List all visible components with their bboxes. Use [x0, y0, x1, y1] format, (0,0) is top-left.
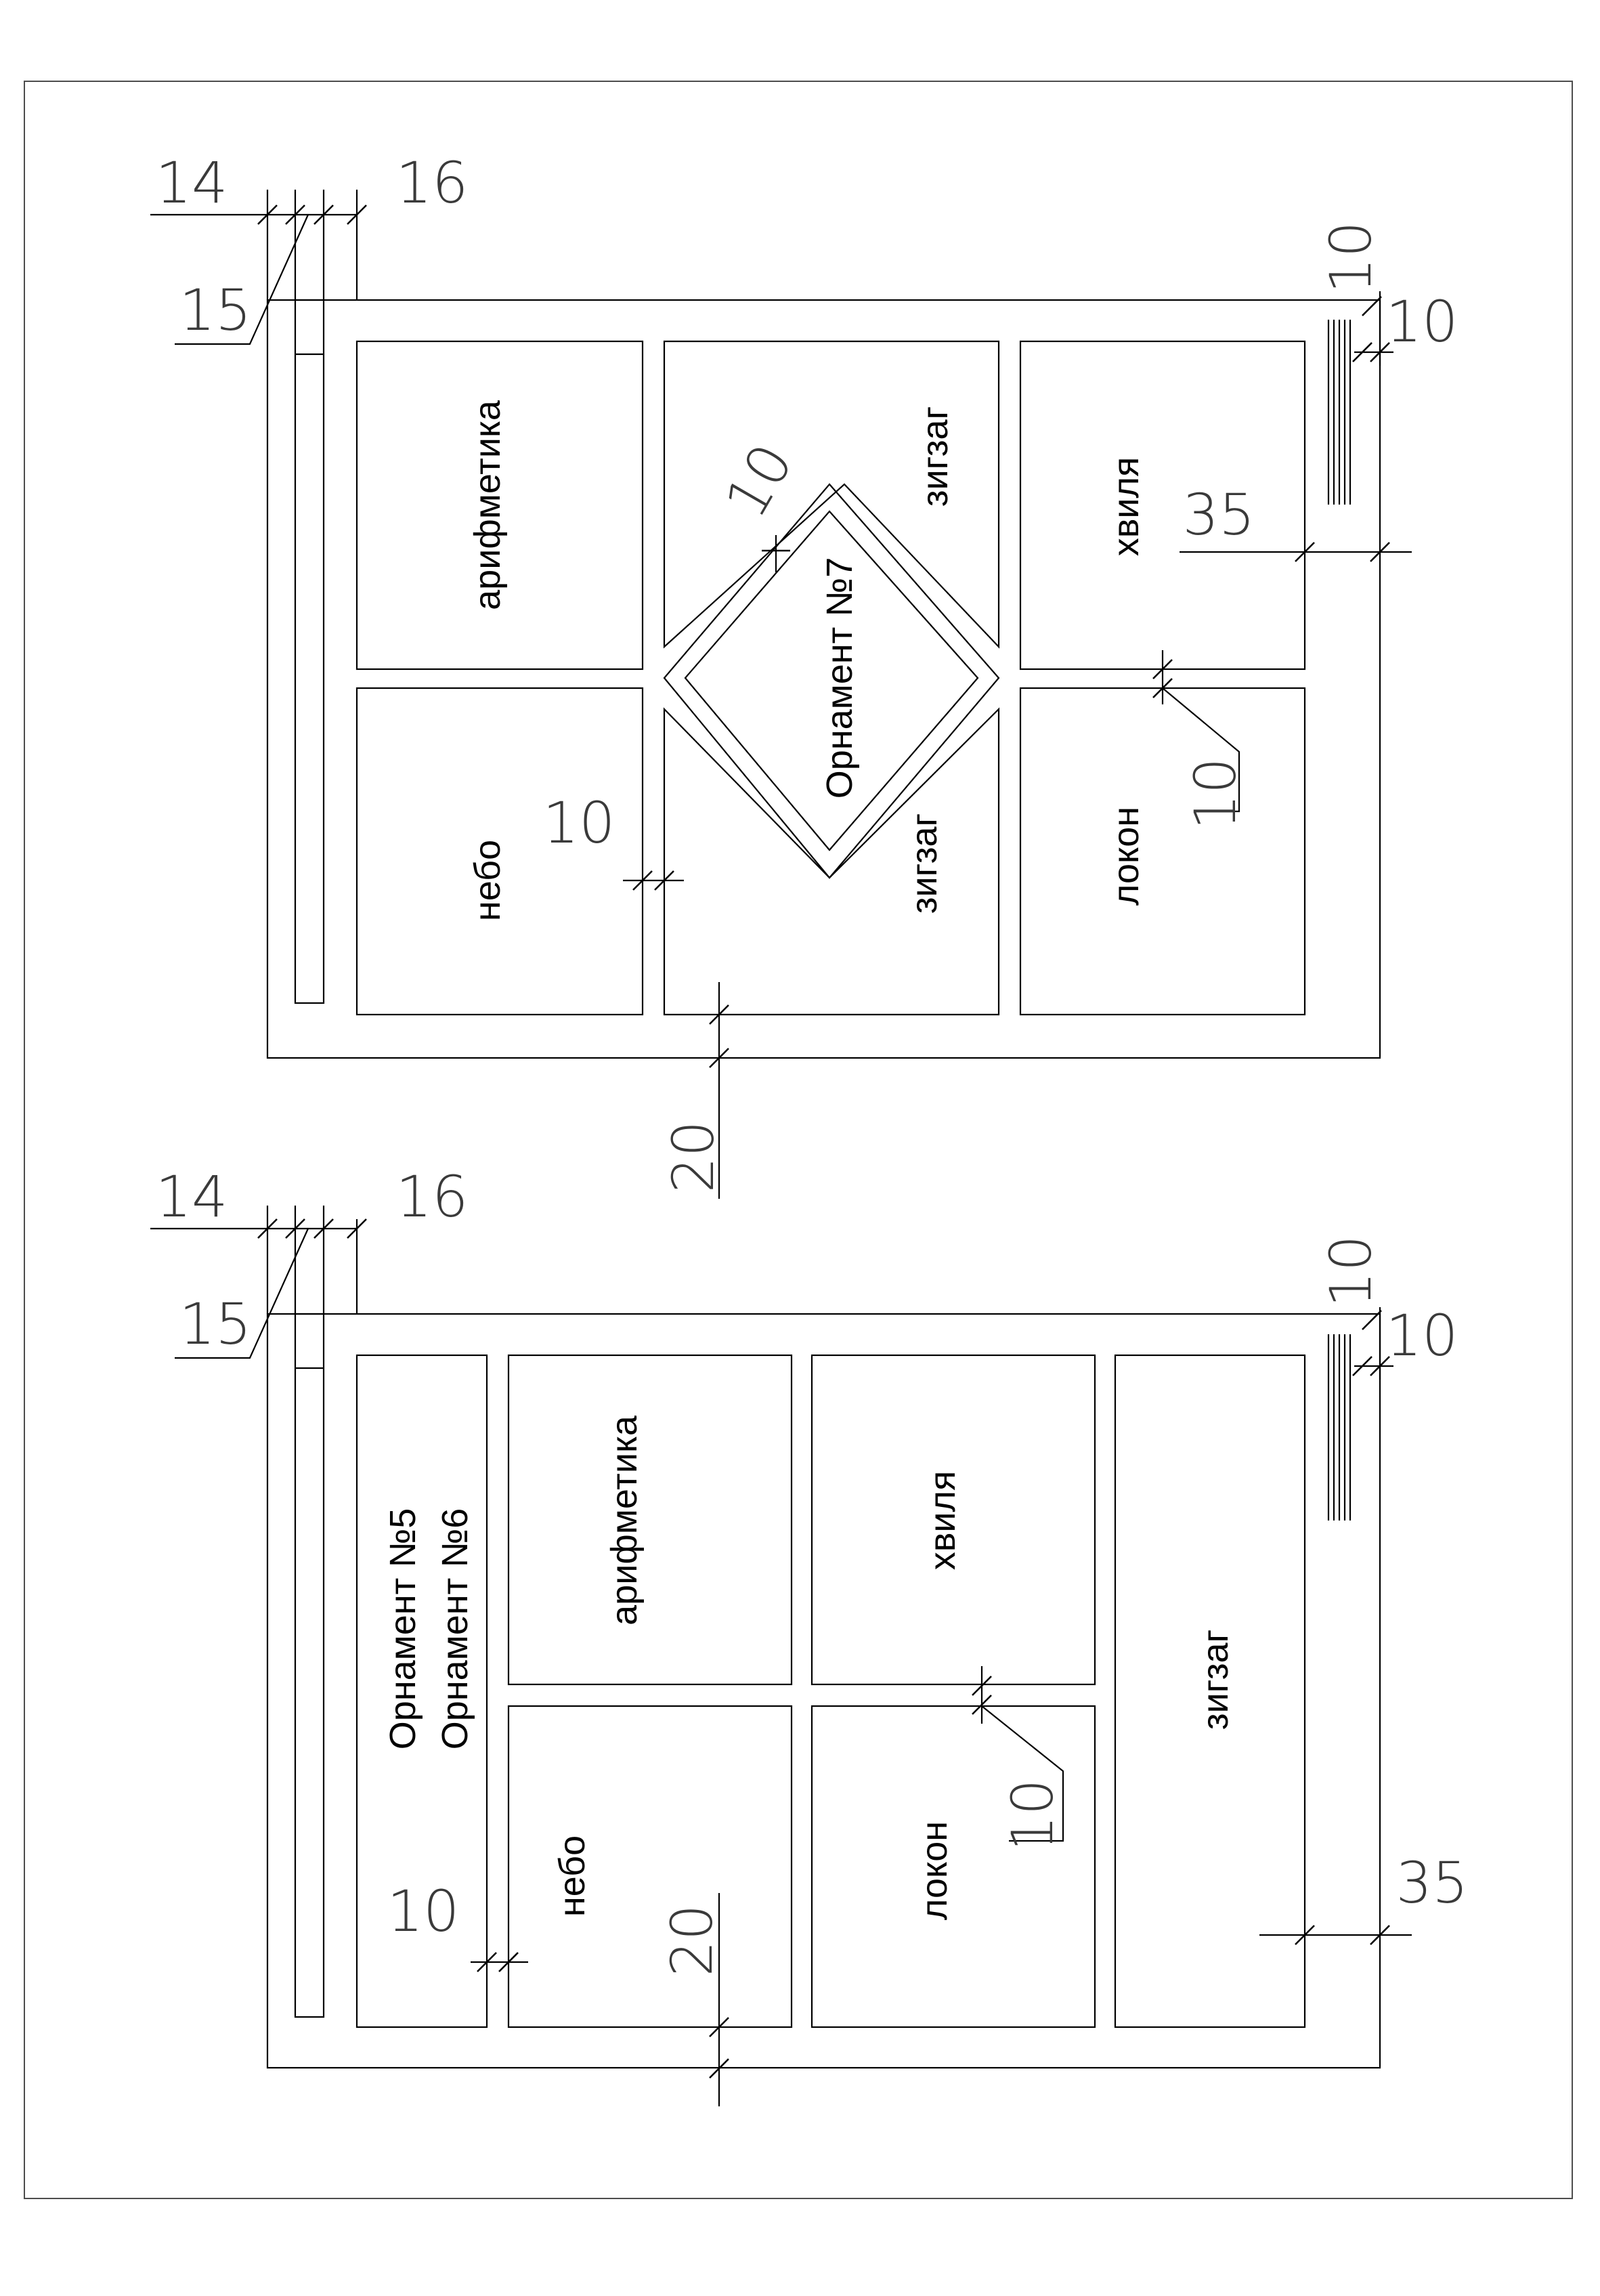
panel-wave [810, 1354, 1096, 1686]
dim-gap-10-left: 10 [543, 790, 615, 856]
label-center-ornament: Орнамент №7 [819, 557, 860, 799]
label-zigzag-bottom: зигзаг [904, 813, 945, 914]
label-sky: небо [552, 1835, 592, 1917]
dimension-top-right [1352, 291, 1393, 366]
panel-arithmetic [507, 1354, 793, 1686]
dim-diamond-10: 10 [712, 433, 806, 529]
dimension-diamond [762, 535, 790, 572]
dim-15: 15 [179, 277, 252, 343]
dim-20: 20 [660, 1121, 727, 1193]
sheet-border [24, 81, 1573, 2199]
dimension-gap-right [972, 1666, 1064, 1842]
dimension-top-left [150, 1206, 367, 1359]
label-arithmetic: арифметика [467, 400, 508, 610]
dim-gap-10-left: 10 [387, 1878, 460, 1944]
panel-zigzag [1114, 1354, 1306, 2028]
layout-ornament-5-6: Орнамент №5 Орнамент №6 арифметика небо … [150, 1164, 1468, 2106]
dim-14: 14 [156, 1164, 228, 1230]
dim-15: 15 [179, 1291, 252, 1357]
diamond-outer [663, 483, 1000, 879]
panel-wave [1019, 340, 1306, 671]
diamond-inner [684, 510, 979, 851]
label-wave: хвиля [1106, 457, 1146, 557]
dim-gap-10-right: 10 [1182, 758, 1249, 830]
label-zigzag: зигзаг [1195, 1630, 1236, 1730]
panel-zigzag-bottom [663, 707, 1000, 1016]
label-curl: локон [1106, 807, 1146, 906]
outer-frame [266, 299, 1381, 1059]
dim-20: 20 [659, 1905, 725, 1977]
panel-sky [355, 687, 644, 1016]
label-wave: хвиля [922, 1471, 963, 1571]
dimension-35 [1180, 542, 1412, 562]
panel-arithmetic [355, 340, 644, 671]
label-title-line-2: Орнамент №6 [435, 1508, 475, 1750]
dimension-gap-right [1152, 650, 1240, 813]
outer-frame [266, 1313, 1381, 2069]
panel-sky [507, 1705, 793, 2028]
label-sky: небо [467, 840, 508, 921]
dimension-35 [1259, 1925, 1412, 1945]
dim-top-10b: 10 [1386, 1302, 1458, 1369]
dimension-gap-left [623, 870, 684, 891]
binding-strip [294, 1313, 325, 2018]
dim-14: 14 [156, 150, 228, 216]
layout-ornament-7: арифметика небо зигзаг зигзаг Орнамент №… [150, 150, 1458, 1199]
panel-zigzag-top [663, 340, 1000, 649]
label-title-line-1: Орнамент №5 [383, 1508, 423, 1750]
dimension-20 [709, 1893, 729, 2106]
dim-top-10a: 10 [1318, 1235, 1384, 1308]
dim-35: 35 [1396, 1850, 1469, 1916]
dimension-top-right [1352, 1307, 1393, 1380]
panel-curl [810, 1705, 1096, 2028]
hatch-marks [1327, 1334, 1352, 1521]
dimension-top-left [150, 190, 367, 345]
dim-16: 16 [396, 150, 469, 216]
label-zigzag-top: зигзаг [915, 406, 955, 507]
dimension-gap-left [471, 1952, 528, 1972]
panel-curl [1019, 687, 1306, 1016]
label-arithmetic: арифметика [604, 1415, 645, 1625]
panel-title [355, 1354, 488, 2028]
dimension-20 [709, 982, 729, 1199]
dim-top-10b: 10 [1386, 289, 1458, 355]
dim-35: 35 [1183, 482, 1255, 548]
hatch-marks [1327, 320, 1352, 505]
dim-gap-10-right: 10 [999, 1779, 1066, 1852]
binding-strip [294, 299, 325, 1004]
label-curl: локон [914, 1821, 955, 1920]
dim-top-10a: 10 [1318, 221, 1384, 294]
dim-16: 16 [396, 1164, 469, 1230]
